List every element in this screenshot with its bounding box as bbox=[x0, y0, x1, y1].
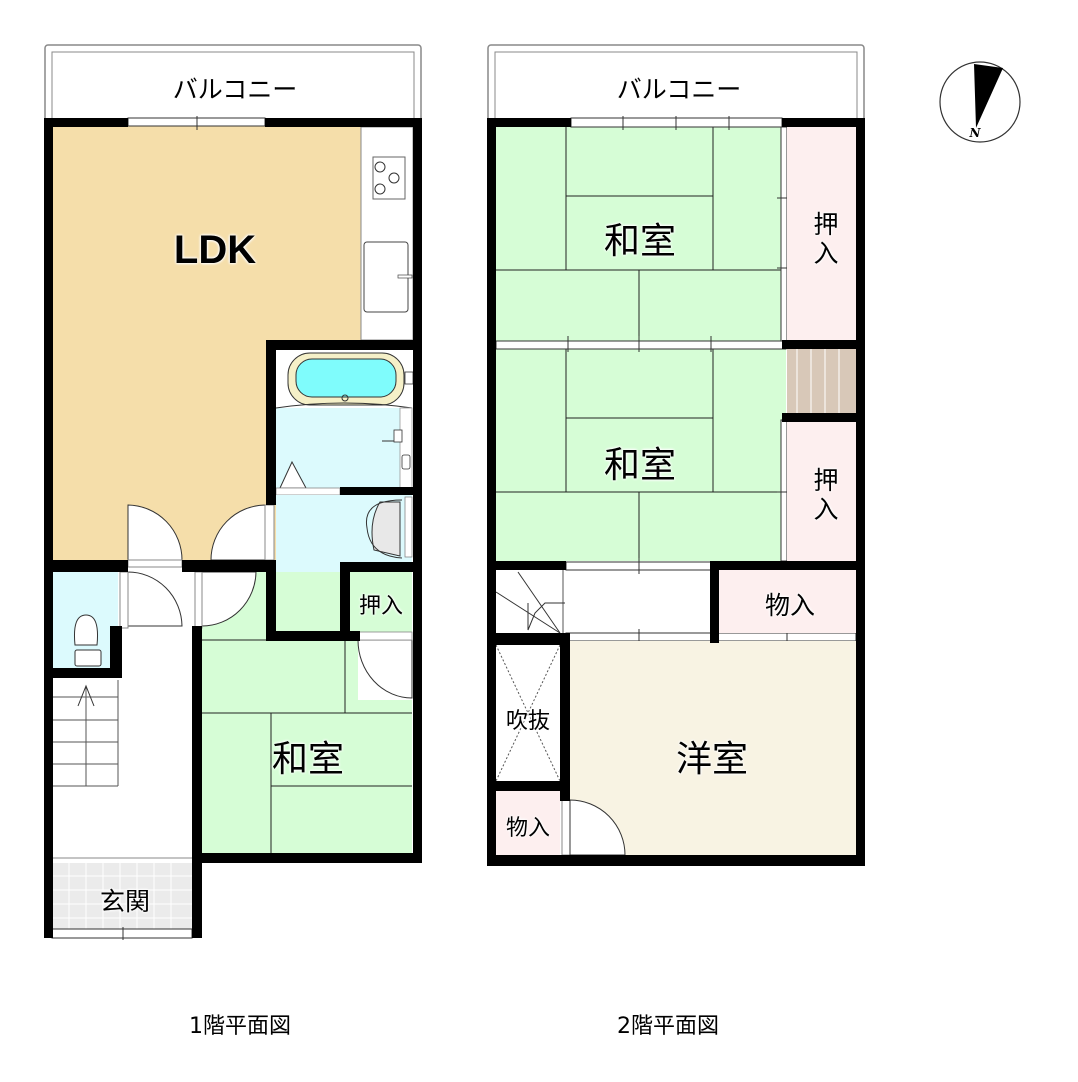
entrance-door bbox=[51, 928, 193, 939]
stair-up-arrow bbox=[77, 684, 95, 707]
oshiire-1f-label: 押入 bbox=[358, 594, 403, 619]
ldk-label: LDK bbox=[173, 228, 257, 272]
oshiire-2f-lower bbox=[787, 422, 856, 561]
floor2-caption: 2階平面図 bbox=[617, 1014, 719, 1039]
washitsu-2f-lower-tatami bbox=[496, 349, 786, 561]
monoire-2f-left bbox=[496, 791, 560, 855]
compass-icon bbox=[939, 61, 1021, 143]
floor2-balcony bbox=[487, 44, 865, 122]
hallway bbox=[52, 672, 192, 858]
walls-2f bbox=[487, 118, 865, 866]
youshitsu-floor bbox=[570, 641, 856, 855]
oshiire-2f-upper bbox=[787, 127, 856, 340]
bathroom bbox=[275, 350, 414, 496]
monoire-2f-right bbox=[718, 570, 856, 633]
stairs-1f bbox=[52, 680, 119, 787]
floor1 bbox=[44, 44, 422, 940]
stair-wood-area bbox=[787, 349, 856, 413]
monoire-2f-left-label: 物入 bbox=[505, 816, 550, 841]
stair-down-arrow bbox=[527, 602, 565, 631]
floor1-balcony-label: バルコニー bbox=[172, 75, 298, 104]
monoire-2f-right-label: 物入 bbox=[764, 591, 815, 620]
compass-north-label: N bbox=[969, 126, 981, 140]
washitsu-2f-lower-label: 和室 bbox=[603, 445, 676, 486]
fukinuke-label: 吹抜 bbox=[505, 709, 550, 734]
washitsu-2f-upper-label: 和室 bbox=[603, 221, 676, 262]
floor1-balcony bbox=[44, 44, 422, 122]
door-youshitsu bbox=[561, 799, 626, 856]
youshitsu-label: 洋室 bbox=[675, 739, 748, 780]
floor2-balcony-label: バルコニー bbox=[616, 75, 742, 104]
kitchen-counter bbox=[360, 126, 414, 341]
genkan-label: 玄関 bbox=[99, 887, 150, 916]
washitsu-1f-label: 和室 bbox=[271, 739, 344, 780]
floor1-caption: 1階平面図 bbox=[189, 1014, 291, 1039]
bathtub-icon bbox=[295, 358, 397, 398]
genkan-floor bbox=[51, 857, 193, 940]
washitsu-2f-upper-tatami bbox=[496, 127, 786, 342]
doors-1f bbox=[119, 504, 275, 629]
washitsu-1f-tatami bbox=[202, 572, 413, 856]
wc-room bbox=[52, 572, 118, 672]
oshiire-2f-lower-label: 押入 bbox=[810, 467, 839, 525]
fukinuke bbox=[495, 644, 561, 782]
floor2 bbox=[487, 44, 865, 866]
walls-1f bbox=[44, 118, 422, 938]
toilet-icon-2 bbox=[74, 614, 98, 646]
oshiire-2f-upper-label: 押入 bbox=[810, 211, 839, 269]
